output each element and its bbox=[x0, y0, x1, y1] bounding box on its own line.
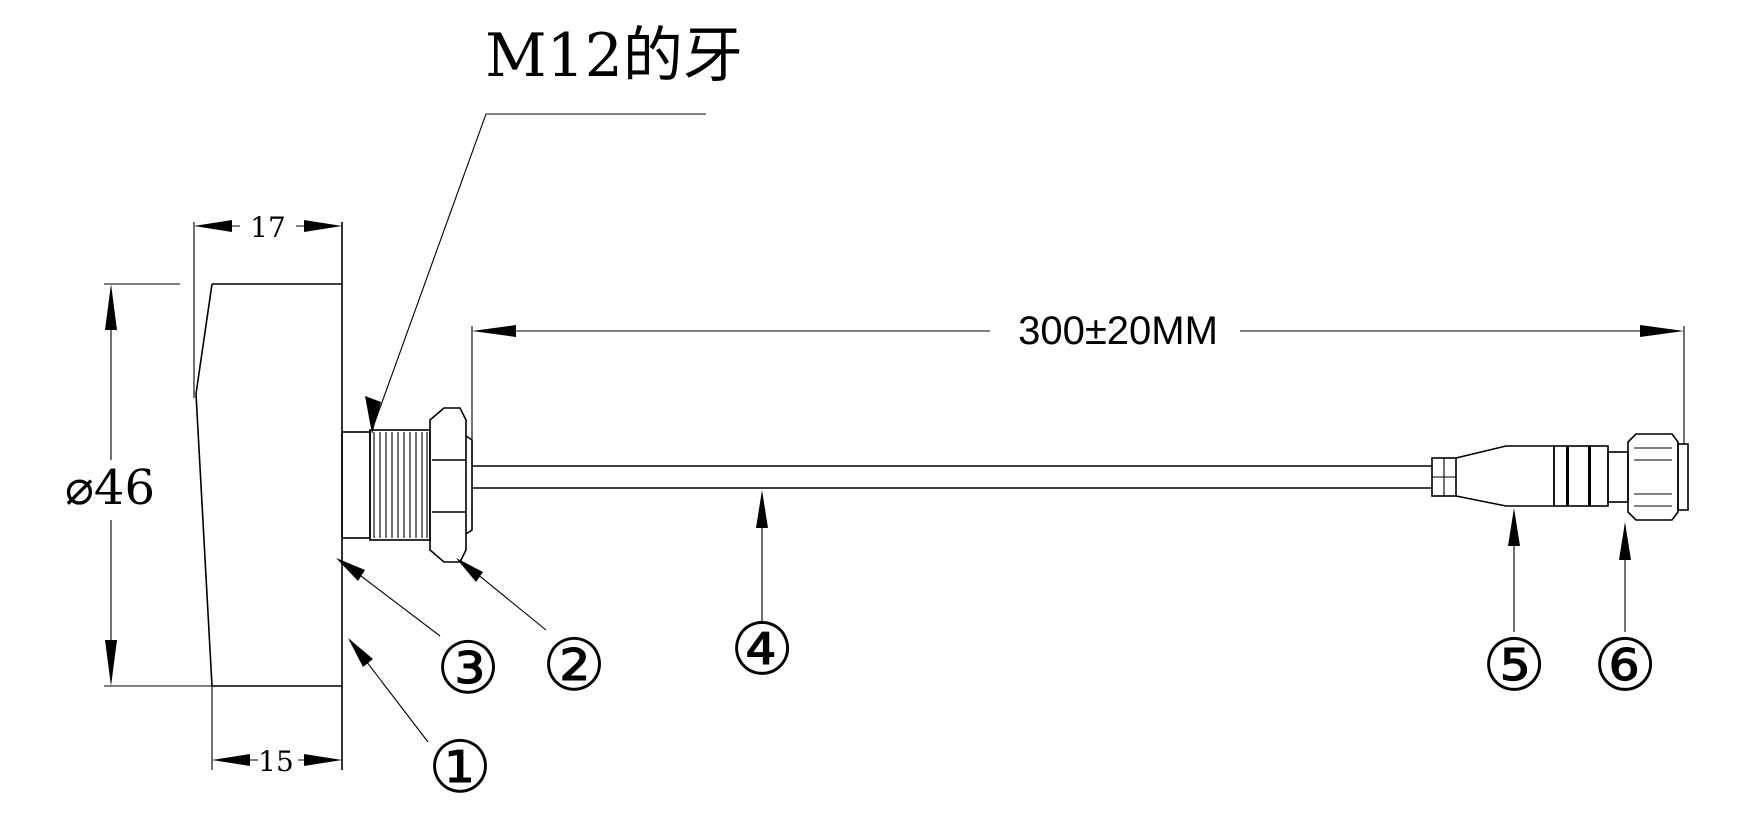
sensor-body bbox=[193, 222, 343, 770]
callout-leaders bbox=[336, 490, 1631, 743]
cable-length-label: 300±20MM bbox=[1018, 309, 1218, 353]
threaded-stud bbox=[341, 429, 431, 541]
cable bbox=[472, 465, 1432, 489]
cable-length-dimension: 300±20MM bbox=[471, 309, 1685, 466]
top-width-label: 17 bbox=[250, 211, 286, 244]
callout-4: ④ bbox=[730, 610, 795, 690]
diameter-dimension: ⌀46 bbox=[65, 283, 212, 687]
bottom-width-dimension: 15 bbox=[212, 745, 342, 778]
connector bbox=[1431, 433, 1689, 521]
callout-1: ① bbox=[428, 725, 493, 809]
hex-nut bbox=[429, 407, 473, 563]
bottom-width-label: 15 bbox=[258, 745, 294, 778]
diameter-label: ⌀46 bbox=[65, 460, 155, 516]
callout-3: ③ bbox=[436, 626, 501, 710]
callout-2: ② bbox=[542, 623, 607, 707]
top-width-dimension: 17 bbox=[194, 211, 342, 244]
callout-6: ⑥ bbox=[1593, 626, 1658, 706]
callout-5: ⑤ bbox=[1482, 626, 1547, 706]
thread-note: M12的牙 bbox=[365, 21, 743, 434]
callout-numbers: ① ② ③ ④ ⑤ ⑥ bbox=[428, 610, 1658, 809]
thread-note-label: M12的牙 bbox=[485, 21, 743, 91]
